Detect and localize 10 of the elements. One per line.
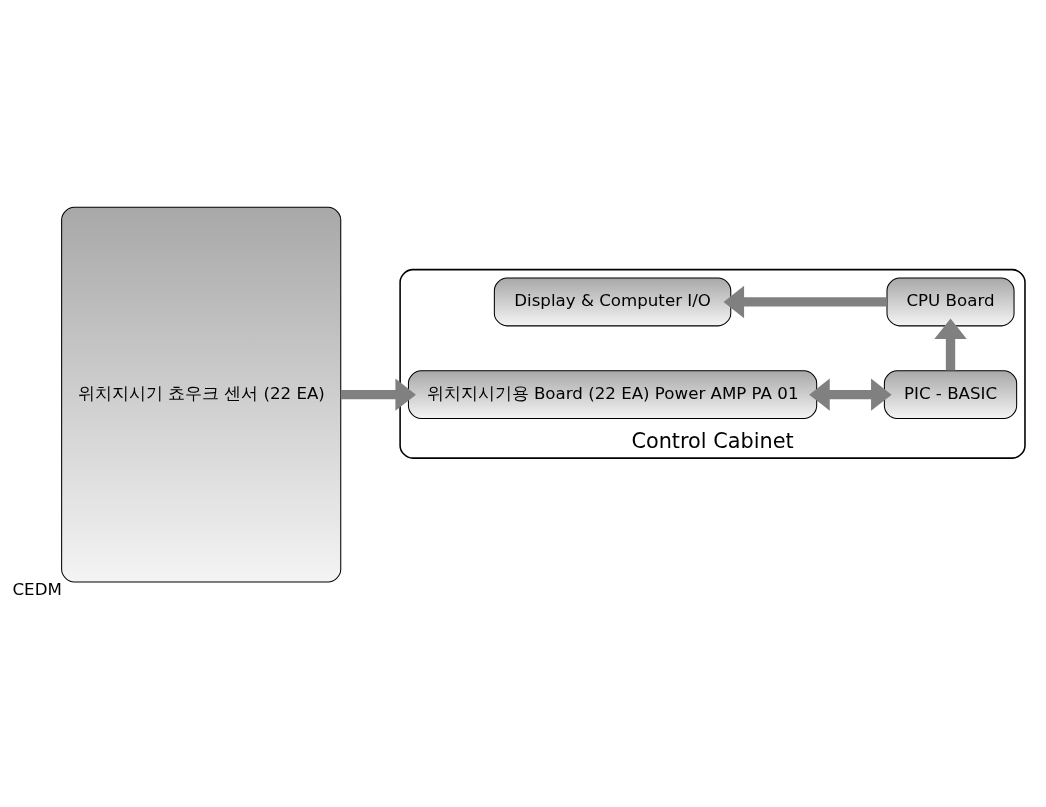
arrow <box>340 377 416 411</box>
node-box: 위치지시기 쵸우크 센서 (22 EA) <box>61 206 342 583</box>
arrow <box>723 285 887 318</box>
node-box: Display & Computer I/O <box>493 276 732 326</box>
node-box: CPU Board <box>886 276 1015 326</box>
node-box: PIC - BASIC <box>883 369 1018 419</box>
arrow <box>934 317 967 370</box>
node-box: 위치지시기용 Board (22 EA) Power AMP PA 01 <box>407 369 818 419</box>
arrow <box>809 377 892 411</box>
node-label: CEDM <box>12 579 62 599</box>
